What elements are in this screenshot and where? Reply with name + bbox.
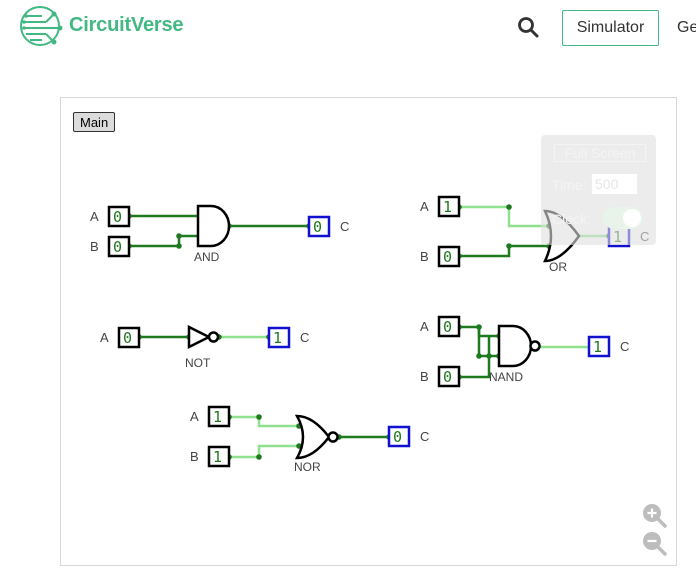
- time-input[interactable]: [592, 174, 637, 194]
- nor-gate-label: NOR: [294, 460, 321, 474]
- and-input-a-label: A: [90, 209, 99, 224]
- and-input-a-value: 0: [113, 208, 122, 226]
- nor-input-a[interactable]: [207, 405, 231, 428]
- and-gate[interactable]: [196, 204, 231, 248]
- not-gate[interactable]: [187, 324, 212, 350]
- or-input-b[interactable]: [437, 245, 461, 268]
- brand-name[interactable]: CircuitVerse: [69, 14, 184, 36]
- and-input-b[interactable]: [107, 235, 131, 258]
- nav-link-partial[interactable]: Ge: [677, 19, 696, 36]
- not-circuit: 0 1 A C NOT: [100, 324, 309, 370]
- not-input-a-label: A: [100, 330, 109, 345]
- simulation-controls-panel: Full Screen Time: Clock:: [541, 135, 656, 245]
- nor-output: [387, 425, 411, 448]
- or-input-b-label: B: [420, 249, 429, 264]
- simulator-button[interactable]: Simulator: [562, 10, 659, 46]
- nand-gate-label: NAND: [489, 370, 523, 384]
- nand-input-a-value: 0: [443, 318, 452, 336]
- nand-input-b-value: 0: [443, 368, 452, 386]
- nor-input-a-value: 1: [213, 408, 222, 426]
- nor-gate[interactable]: [294, 414, 331, 460]
- or-input-a-label: A: [420, 199, 429, 214]
- nand-gate[interactable]: [497, 324, 533, 368]
- clock-label: Clock:: [552, 211, 591, 227]
- nand-input-b[interactable]: [437, 365, 461, 388]
- nand-input-a-label: A: [420, 319, 429, 334]
- nand-output: [587, 335, 611, 358]
- nor-output-value: 0: [393, 428, 402, 446]
- and-circuit: 0 0 0 A B C AND: [90, 204, 349, 264]
- nand-circuit: 0 0 1 A B C NAND: [420, 315, 629, 388]
- circuitverse-logo-icon[interactable]: [16, 2, 66, 50]
- nor-output-label: C: [420, 429, 429, 444]
- not-output-value: 1: [273, 329, 282, 347]
- nand-input-b-label: B: [420, 369, 429, 384]
- and-gate-label: AND: [194, 250, 220, 264]
- nand-input-a[interactable]: [437, 315, 461, 338]
- nand-output-value: 1: [593, 338, 602, 356]
- clock-toggle[interactable]: [603, 207, 643, 229]
- or-input-a-value: 1: [443, 198, 452, 216]
- search-icon[interactable]: [516, 15, 540, 39]
- nand-output-label: C: [620, 339, 629, 354]
- or-gate-label: OR: [549, 260, 567, 274]
- clock-toggle-knob: [623, 209, 641, 227]
- nor-input-b[interactable]: [207, 445, 231, 468]
- top-navbar: CircuitVerse Simulator Ge: [0, 0, 696, 60]
- and-output-value: 0: [313, 218, 322, 236]
- and-output: [307, 215, 331, 238]
- tab-main[interactable]: Main: [73, 112, 116, 132]
- or-input-a[interactable]: [437, 195, 461, 218]
- zoom-in-icon[interactable]: [641, 502, 667, 528]
- and-input-b-label: B: [90, 239, 99, 254]
- simulator-canvas-area[interactable]: Main .lw { stroke:#1f7a1f; stroke-width:…: [60, 97, 677, 566]
- and-output-label: C: [340, 219, 349, 234]
- and-input-b-value: 0: [113, 238, 122, 256]
- not-input-a-value: 0: [123, 329, 132, 347]
- not-input-a[interactable]: [117, 326, 141, 349]
- nor-input-b-label: B: [190, 449, 199, 464]
- not-output: [267, 326, 291, 349]
- nor-input-a-label: A: [190, 409, 199, 424]
- zoom-out-icon[interactable]: [641, 530, 667, 556]
- and-input-a[interactable]: [107, 205, 131, 228]
- or-input-b-value: 0: [443, 248, 452, 266]
- not-output-label: C: [300, 330, 309, 345]
- fullscreen-button[interactable]: Full Screen: [554, 144, 646, 162]
- not-gate-label: NOT: [185, 356, 211, 370]
- nor-circuit: 1 1 0 A B C NOR: [190, 405, 429, 474]
- time-label: Time:: [552, 177, 587, 193]
- nor-input-b-value: 1: [213, 448, 222, 466]
